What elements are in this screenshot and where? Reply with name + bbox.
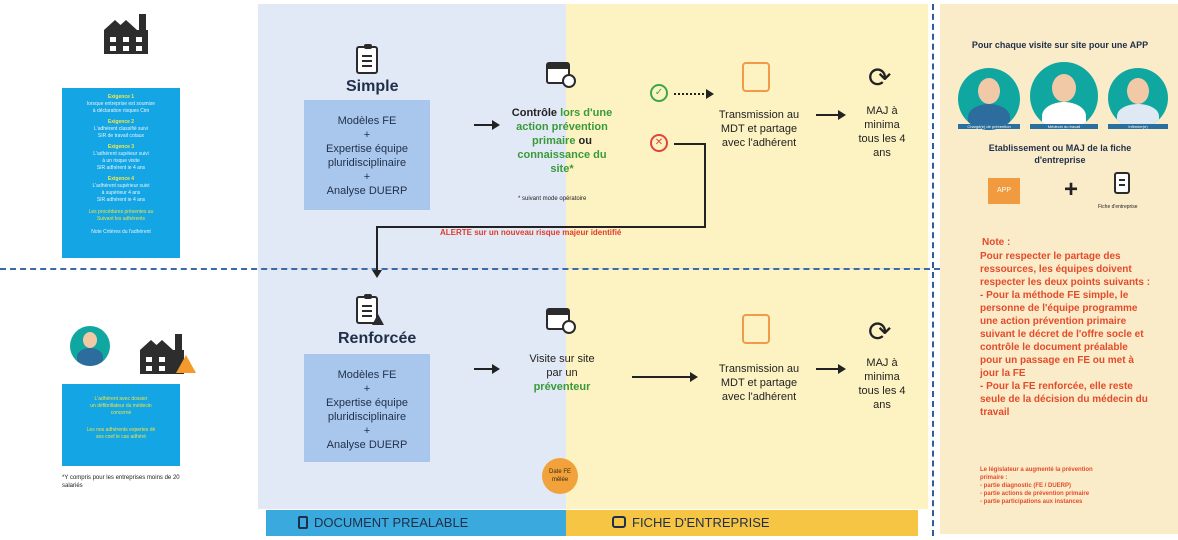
renforcee-transmission: Transmission au MDT et partage avec l'ad… — [718, 363, 800, 403]
exigences-panel: Exigence 1 lorsque entreprise est soumis… — [62, 88, 180, 258]
note-body: Pour respecter le partage des ressources… — [980, 251, 1151, 418]
warning-icon — [176, 355, 196, 373]
law-note: Le législateur a augmenté la prévention … — [980, 467, 1093, 505]
alert-connector-3 — [376, 226, 706, 228]
note-title: Note : — [982, 237, 1011, 248]
alert-connector-2 — [704, 143, 706, 227]
renforcee-arrow-1 — [474, 368, 494, 370]
document-icon — [298, 516, 308, 529]
simple-transmission: Transmission au MDT et partage avec l'ad… — [718, 109, 800, 149]
document-prealable-band: DOCUMENT PREALABLE — [266, 510, 566, 536]
simple-arrow-1 — [474, 124, 494, 126]
small-warning-icon — [372, 314, 384, 325]
alert-text: ALERTE sur un nouveau risque majeur iden… — [440, 228, 622, 237]
panel-footer: Note Critères du l'adhérent — [91, 229, 151, 235]
exigence-3: Exigence 3 L'adhérent supéieur suivi à u… — [93, 144, 149, 171]
alert-arrow-head — [372, 270, 382, 278]
refresh-icon: ⟳ — [868, 62, 892, 93]
vertical-dashed-separator — [932, 4, 934, 536]
simple-arrow-1-head — [492, 120, 500, 130]
simple-arrow-2-head — [838, 110, 846, 120]
refresh-icon-2: ⟳ — [868, 316, 892, 347]
doctor-person-avatar — [1030, 62, 1098, 130]
factory-icon — [104, 14, 148, 54]
fiche-label: Fiche d'entreprise — [1098, 204, 1138, 210]
simple-title: Simple — [346, 78, 399, 95]
renforcee-arrow-3-head — [838, 364, 846, 374]
fiche-icon — [1114, 172, 1130, 194]
clock-icon-2 — [562, 320, 576, 334]
clock-icon — [562, 74, 576, 88]
alert-connector-1 — [674, 143, 706, 145]
person-label-3: Infirmier(e) — [1108, 124, 1168, 129]
persons-group — [958, 62, 1168, 132]
person-label-1: Chargé(e) de prévention — [958, 124, 1020, 129]
simple-mai: MAJ à minima tous les 4 ans — [858, 105, 906, 159]
renforcee-title: Renforcée — [338, 330, 417, 347]
left-footnote: *Y compris pour les entreprises moins de… — [62, 475, 180, 489]
right-title: Pour chaque visite sur site pour une APP — [971, 40, 1149, 50]
renforcee-arrow-2 — [632, 376, 692, 378]
orange-document-icon-2 — [742, 314, 770, 344]
simple-footnote: * suivant mode opératoire — [518, 196, 587, 202]
orange-document-icon — [742, 62, 770, 92]
criteria-panel: L'adhérent avec dossier un défibrillateu… — [62, 384, 180, 466]
renforcee-arrow-3 — [816, 368, 840, 370]
app-box: APP — [988, 178, 1020, 204]
prevention-person-avatar — [958, 68, 1020, 130]
renforcee-arrow-2-head — [690, 372, 698, 382]
renforcee-arrow-1-head — [492, 364, 500, 374]
establish-text: Etablissement ou MAJ de la fiche d'entre… — [988, 143, 1132, 165]
date-fe-badge: Date FE mêlée — [542, 458, 578, 494]
person-label-2: Médecin du travail — [1030, 124, 1098, 129]
plus-sign: + — [1064, 176, 1079, 203]
check-arrow-head — [706, 89, 714, 99]
fiche-entreprise-band: FICHE D'ENTREPRISE — [566, 510, 918, 536]
nurse-person-avatar — [1108, 68, 1168, 128]
fiche-entreprise-zone — [566, 4, 928, 509]
renforcee-visit-text: Visite sur site par un préventeur — [529, 353, 595, 393]
doctor-avatar — [70, 326, 110, 366]
renforcee-mai: MAJ à minima tous les 4 ans — [858, 357, 906, 411]
simple-models-box: Modèles FE + Expertise équipe pluridisci… — [304, 100, 430, 210]
renforcee-models-box: Modèles FE + Expertise équipe pluridisci… — [304, 354, 430, 462]
exigence-1: Exigence 1 lorsque entreprise est soumis… — [86, 94, 156, 114]
simple-arrow-2 — [816, 114, 840, 116]
check-icon: ✓ — [650, 84, 668, 102]
simple-control-text: Contrôle lors d'une action prévention pr… — [511, 107, 613, 175]
horizontal-dashed-separator — [0, 268, 940, 270]
exigence-4: Exigence 4 L'adhérent supérieur suivi à … — [92, 176, 150, 203]
briefcase-icon — [612, 516, 626, 528]
check-arrow — [674, 93, 708, 95]
cross-icon: ✕ — [650, 134, 668, 152]
exigence-2: Exigence 2 L'adhérent classifié suivi SI… — [93, 119, 149, 139]
clipboard-icon — [356, 44, 378, 74]
alert-connector-4 — [376, 226, 378, 272]
